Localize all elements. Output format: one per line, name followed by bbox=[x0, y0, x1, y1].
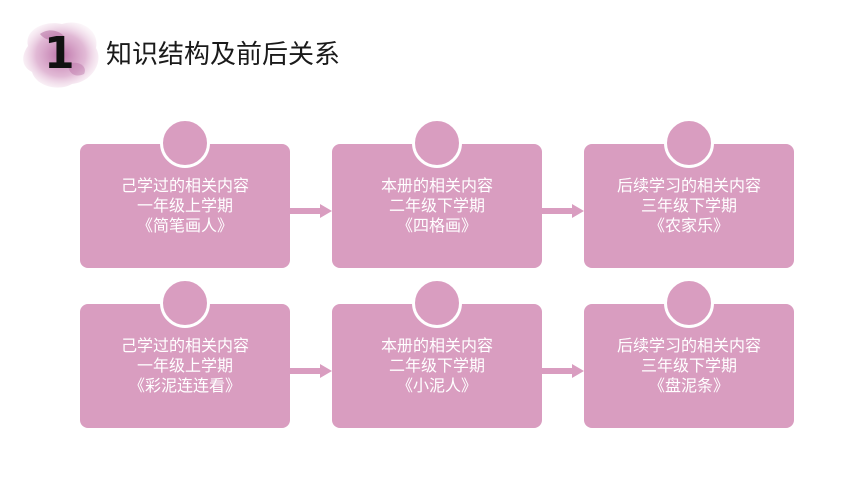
card-lesson: 《农家乐》 bbox=[648, 216, 729, 235]
card-circle-icon bbox=[160, 278, 210, 328]
card-lesson: 《盘泥条》 bbox=[648, 376, 729, 395]
card-circle-icon bbox=[664, 278, 714, 328]
arrow-right-icon bbox=[538, 364, 584, 378]
flow-card: 本册的相关内容 二年级下学期 《四格画》 bbox=[332, 118, 542, 270]
card-category: 己学过的相关内容 bbox=[120, 336, 249, 355]
card-circle-icon bbox=[412, 278, 462, 328]
card-body: 本册的相关内容 二年级下学期 《四格画》 bbox=[332, 144, 542, 268]
section-number: 1 bbox=[44, 28, 75, 79]
page-title: 知识结构及前后关系 bbox=[106, 40, 341, 70]
card-lesson: 《四格画》 bbox=[396, 216, 477, 235]
flow-card: 己学过的相关内容 一年级上学期 《简笔画人》 bbox=[80, 118, 290, 270]
card-term: 一年级上学期 bbox=[136, 196, 233, 215]
flow-row-1: 己学过的相关内容 一年级上学期 《简笔画人》 本册的相关内容 二年级下学期 《四… bbox=[0, 118, 860, 278]
arrow-right-icon bbox=[286, 204, 332, 218]
card-lesson: 《小泥人》 bbox=[396, 376, 477, 395]
flow-card: 后续学习的相关内容 三年级下学期 《盘泥条》 bbox=[584, 278, 794, 430]
card-term: 三年级下学期 bbox=[640, 356, 737, 375]
arrow-right-icon bbox=[538, 204, 584, 218]
card-term: 二年级下学期 bbox=[388, 356, 485, 375]
card-circle-icon bbox=[412, 118, 462, 168]
card-term: 二年级下学期 bbox=[388, 196, 485, 215]
flow-row-2: 己学过的相关内容 一年级上学期 《彩泥连连看》 本册的相关内容 二年级下学期 《… bbox=[0, 278, 860, 438]
flow-card: 本册的相关内容 二年级下学期 《小泥人》 bbox=[332, 278, 542, 430]
card-circle-icon bbox=[160, 118, 210, 168]
card-category: 后续学习的相关内容 bbox=[616, 176, 761, 195]
flow-card: 后续学习的相关内容 三年级下学期 《农家乐》 bbox=[584, 118, 794, 270]
card-body: 后续学习的相关内容 三年级下学期 《盘泥条》 bbox=[584, 304, 794, 428]
card-category: 己学过的相关内容 bbox=[120, 176, 249, 195]
card-term: 一年级上学期 bbox=[136, 356, 233, 375]
card-body: 后续学习的相关内容 三年级下学期 《农家乐》 bbox=[584, 144, 794, 268]
arrow-right-icon bbox=[286, 364, 332, 378]
watercolor-splash-icon bbox=[23, 22, 99, 88]
card-category: 后续学习的相关内容 bbox=[616, 336, 761, 355]
card-category: 本册的相关内容 bbox=[380, 336, 493, 355]
card-lesson: 《简笔画人》 bbox=[136, 216, 233, 235]
card-circle-icon bbox=[664, 118, 714, 168]
card-term: 三年级下学期 bbox=[640, 196, 737, 215]
section-header: 1 知识结构及前后关系 bbox=[18, 16, 438, 96]
card-category: 本册的相关内容 bbox=[380, 176, 493, 195]
flow-card: 己学过的相关内容 一年级上学期 《彩泥连连看》 bbox=[80, 278, 290, 430]
card-lesson: 《彩泥连连看》 bbox=[128, 376, 241, 395]
